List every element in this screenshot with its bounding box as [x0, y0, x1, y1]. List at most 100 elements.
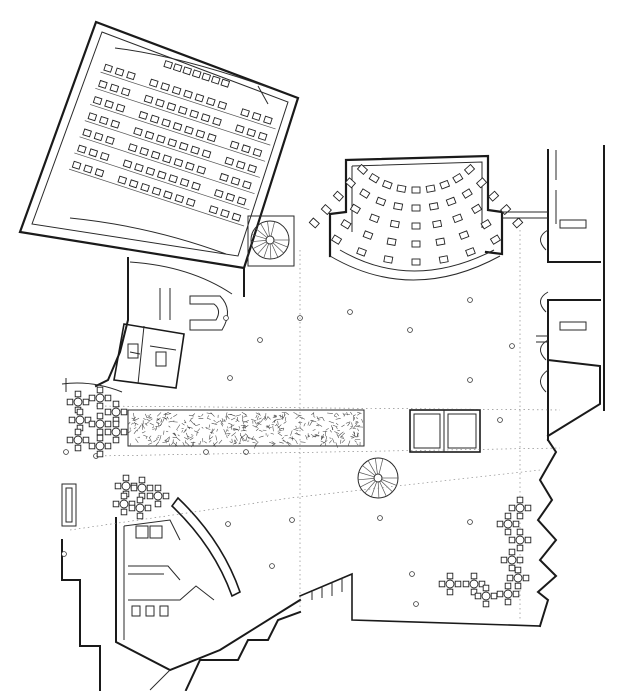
plant-stroke	[325, 427, 329, 431]
plant-stroke	[193, 423, 196, 426]
table	[515, 535, 525, 545]
seat	[93, 132, 104, 142]
plant-stroke	[164, 417, 168, 420]
plant-stroke	[186, 425, 191, 430]
chair	[68, 416, 76, 424]
plant-stroke	[245, 433, 249, 437]
plant-stroke	[166, 436, 170, 441]
plant-stroke	[355, 425, 361, 427]
plant-stroke	[337, 429, 341, 432]
chair	[96, 412, 104, 420]
plant-stroke	[357, 428, 359, 432]
plant-stroke	[209, 436, 214, 440]
stair-tread	[263, 243, 270, 259]
plant-stroke	[221, 420, 223, 423]
plant-stroke	[340, 439, 342, 444]
plant-stroke	[270, 432, 274, 435]
plant-stroke	[172, 432, 177, 437]
plant-stroke	[282, 428, 285, 431]
plant-stroke	[338, 434, 341, 437]
plant-stroke	[213, 442, 216, 448]
plant-stroke	[321, 435, 325, 440]
plant-stroke	[157, 412, 162, 417]
seat	[179, 177, 190, 187]
plant-stroke	[310, 420, 314, 422]
table	[73, 435, 83, 445]
plant-stroke	[241, 425, 247, 429]
plant-stroke	[245, 436, 248, 442]
chair	[114, 482, 122, 490]
column	[203, 449, 209, 455]
stair-tread	[379, 481, 387, 497]
chair	[512, 590, 520, 598]
plant-stroke	[346, 412, 348, 416]
plant-stroke	[165, 430, 169, 433]
chair	[88, 442, 96, 450]
plant-stroke	[208, 439, 212, 443]
chair	[74, 390, 82, 398]
plant-stroke	[234, 439, 237, 444]
stair-tread	[367, 460, 377, 475]
plant-stroke	[341, 424, 345, 428]
restroom-block	[115, 496, 302, 672]
table	[503, 519, 513, 529]
plant-stroke	[141, 423, 143, 430]
table	[507, 555, 517, 565]
plant-stroke	[242, 415, 244, 421]
chair	[66, 398, 74, 406]
chair	[104, 428, 112, 436]
plant-stroke	[255, 414, 258, 418]
plant-stroke	[336, 412, 340, 416]
plant-stroke	[274, 424, 278, 427]
seat	[330, 234, 343, 245]
stair-treads	[358, 458, 398, 498]
plant-stroke	[173, 432, 177, 436]
plant-stroke	[327, 412, 333, 414]
seat	[120, 87, 131, 97]
plant-stroke	[133, 421, 135, 425]
seat	[489, 234, 502, 245]
plant-stroke	[184, 437, 189, 440]
plant-stroke	[267, 434, 269, 437]
plant-stroke	[190, 417, 194, 420]
plant-stroke	[288, 436, 292, 439]
seat	[230, 176, 241, 186]
plant-stroke	[258, 429, 263, 432]
seat	[115, 103, 126, 113]
plant-stroke	[265, 425, 272, 429]
plant-stroke	[205, 426, 208, 429]
plant-stroke	[131, 422, 133, 425]
stair-tread	[362, 465, 376, 476]
seat	[183, 89, 193, 99]
plant-stroke	[225, 412, 228, 418]
chair	[104, 420, 112, 428]
seat	[138, 110, 149, 120]
plant-stroke	[236, 419, 240, 422]
stair-tread	[272, 242, 284, 254]
table	[111, 407, 121, 417]
table	[75, 415, 85, 425]
plant-stroke	[150, 418, 153, 421]
plant-stroke	[252, 425, 258, 428]
stair-tread	[257, 242, 268, 255]
stair-tread	[273, 241, 288, 248]
chair	[74, 444, 82, 452]
seat	[220, 208, 230, 218]
plant-stroke	[355, 422, 359, 424]
plant-stroke	[174, 441, 177, 447]
plant-stroke	[220, 423, 224, 427]
plant-stroke	[349, 427, 353, 430]
plant-stroke	[332, 438, 335, 444]
seat	[122, 159, 133, 169]
plant-stroke	[206, 417, 211, 420]
table	[481, 591, 491, 601]
plant-stroke	[202, 438, 204, 443]
plant-stroke	[295, 427, 301, 429]
plant-stroke	[308, 435, 311, 437]
column	[347, 309, 353, 315]
seat	[349, 203, 361, 215]
plant-stroke	[173, 432, 176, 435]
chair	[462, 580, 470, 588]
seat	[98, 79, 108, 89]
seat	[236, 196, 247, 206]
